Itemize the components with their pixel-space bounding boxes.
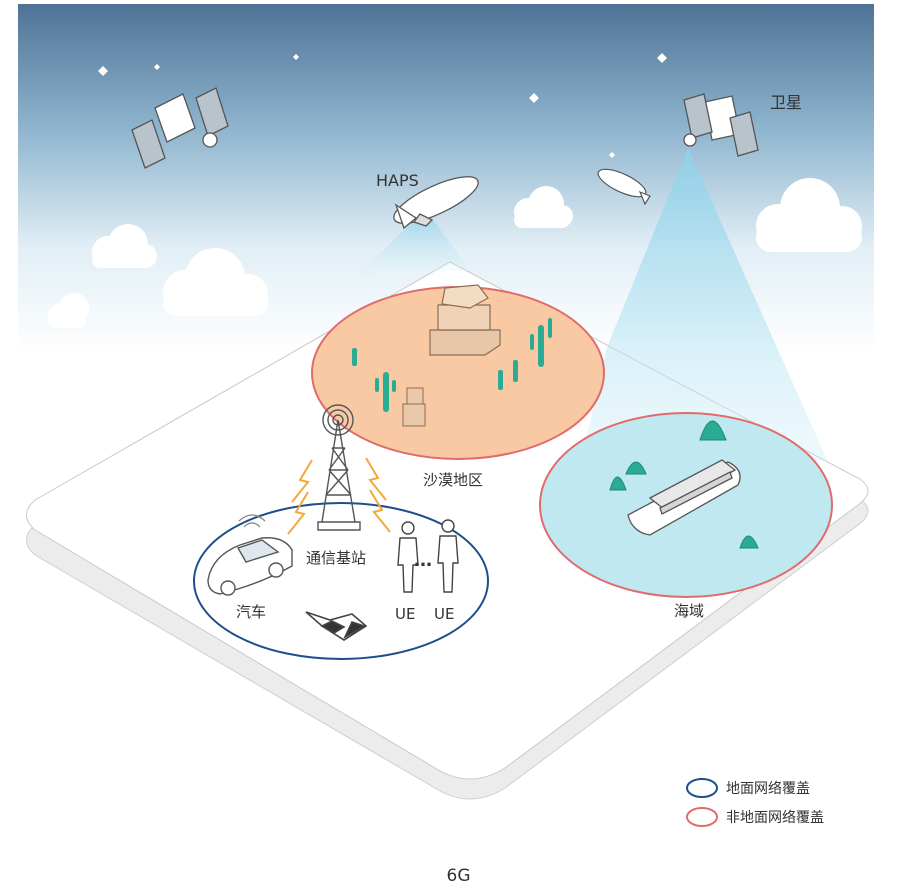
legend: 地面网络覆盖 非地面网络覆盖 <box>686 778 824 827</box>
legend-terrestrial-label: 地面网络覆盖 <box>726 781 810 797</box>
satellite-label: 卫星 <box>770 93 802 112</box>
cloud <box>756 178 862 252</box>
ue-ellipsis: … <box>414 550 432 571</box>
base-station-label: 通信基站 <box>306 549 366 567</box>
ship <box>627 459 741 536</box>
car-icon <box>207 537 293 596</box>
satellite-icon <box>683 93 759 157</box>
signal-icon <box>322 404 354 436</box>
legend-non-terrestrial-label: 非地面网络覆盖 <box>726 810 824 826</box>
wifi-icon <box>238 514 266 528</box>
airship-icon <box>597 168 651 206</box>
ue-label: UE <box>434 605 454 623</box>
haps-airship-icon <box>393 176 479 230</box>
cloud <box>163 248 268 316</box>
rock-formation <box>429 284 501 356</box>
car-label: 汽车 <box>236 603 266 621</box>
caption: 6G <box>446 866 471 886</box>
radio-waves <box>287 457 391 535</box>
vr-glasses-icon <box>305 611 368 641</box>
sea-region <box>539 412 833 598</box>
sea-label: 海域 <box>674 602 704 620</box>
ue-person-icon <box>437 519 459 593</box>
desert-region <box>311 284 605 460</box>
clouds <box>48 178 862 328</box>
boxes <box>402 387 426 427</box>
satellite-icon <box>131 87 229 169</box>
cactus-group <box>352 318 552 412</box>
desert-label: 沙漠地区 <box>423 471 483 489</box>
cloud <box>48 293 89 328</box>
haps-label: HAPS <box>376 171 419 190</box>
cloud <box>92 224 157 268</box>
haps-beam <box>358 216 470 275</box>
base-station-tower <box>317 404 361 531</box>
satellite-beam <box>585 148 828 462</box>
ue-label: UE <box>395 605 415 623</box>
cloud <box>514 186 573 228</box>
legend-terrestrial-swatch <box>686 778 718 798</box>
stars <box>98 53 667 158</box>
islands <box>609 420 759 549</box>
ue-person-icon <box>397 521 419 593</box>
legend-non-terrestrial-swatch <box>686 807 718 827</box>
